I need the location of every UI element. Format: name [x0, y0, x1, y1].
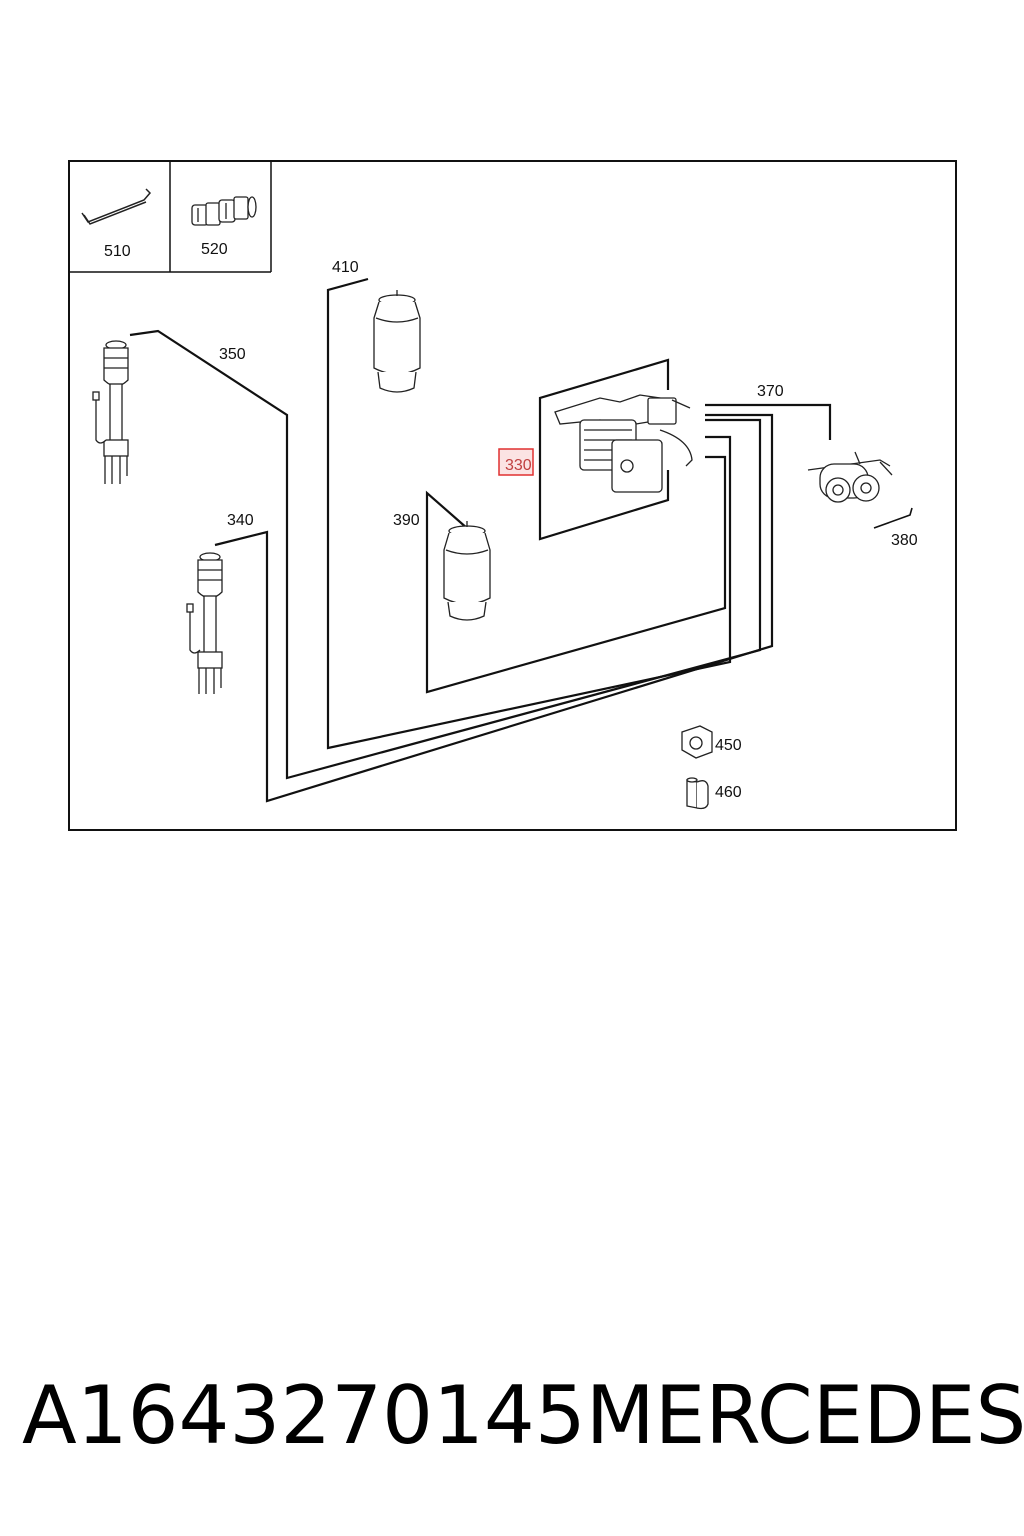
air-spring-2-icon: [443, 521, 491, 621]
highlight-box: [498, 448, 534, 476]
inset-boxes: [69, 161, 272, 273]
label-510: 510: [104, 243, 131, 260]
label-450: 450: [715, 737, 742, 754]
connector-icon: [191, 196, 257, 226]
label-520: 520: [201, 241, 228, 258]
air-lines: [129, 277, 832, 803]
air-reservoir-icon: [807, 451, 893, 503]
leader-380: [873, 507, 913, 529]
label-350: 350: [219, 346, 246, 363]
label-330: 330: [505, 457, 532, 474]
label-390: 390: [393, 512, 420, 529]
label-370: 370: [757, 383, 784, 400]
part-number: A1643270145: [22, 1368, 586, 1462]
label-410: 410: [332, 259, 359, 276]
clip-icon: [681, 725, 713, 759]
label-460: 460: [715, 784, 742, 801]
rod-icon: [81, 188, 152, 225]
compressor-icon: [554, 394, 693, 493]
brand-name: MERCEDES: [585, 1368, 1024, 1462]
front-strut-2-icon: [186, 552, 223, 694]
front-strut-icon: [92, 340, 129, 484]
air-spring-icon: [373, 290, 421, 393]
diagram-frame: [68, 160, 957, 831]
label-340: 340: [227, 512, 254, 529]
label-380: 380: [891, 532, 918, 549]
sleeve-icon: [686, 777, 709, 810]
caption: A1643270145 MERCEDES: [22, 1365, 1024, 1465]
